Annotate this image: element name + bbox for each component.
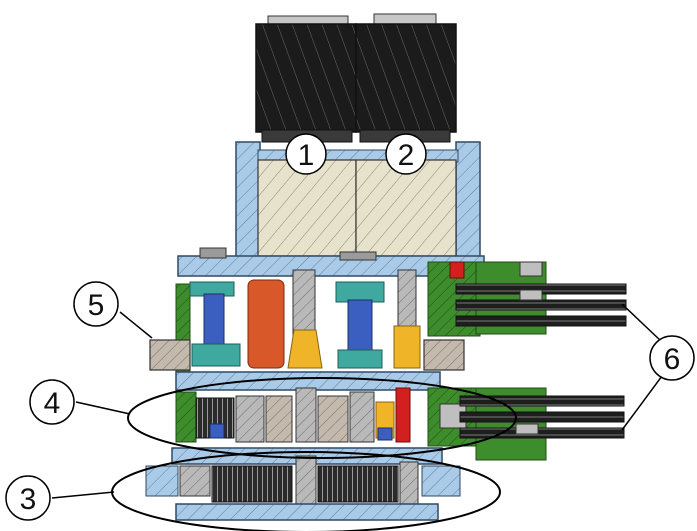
callout-6-text: 6 <box>664 343 681 376</box>
callout-5: 5 <box>73 281 119 327</box>
gear-stage <box>175 387 411 443</box>
highlight-ellipse-gear-stage <box>127 377 517 459</box>
callout-2: 2 <box>385 133 427 175</box>
motor-left <box>255 15 357 143</box>
callout-1: 1 <box>285 133 327 175</box>
middle-outer-blocks <box>149 339 465 371</box>
leader-line-6b <box>621 375 663 431</box>
motor-right <box>355 13 457 143</box>
callout-4-text: 4 <box>44 387 61 420</box>
leader-line-4 <box>75 401 131 415</box>
roller-orange <box>247 279 285 369</box>
rods-lower <box>459 395 625 439</box>
callout-4: 4 <box>29 379 75 425</box>
callout-3-text: 3 <box>20 483 37 516</box>
callout-6: 6 <box>649 335 695 381</box>
base-stage <box>145 455 461 521</box>
base-plate-bottom <box>175 503 439 521</box>
spacer-bolt-left <box>189 281 241 367</box>
spacer-bolt-middle <box>335 281 385 369</box>
right-shaft-upper <box>393 269 421 369</box>
callout-1-text: 1 <box>298 139 315 172</box>
callout-3: 3 <box>5 475 51 521</box>
center-shaft-upper <box>287 269 323 369</box>
callout-5-text: 5 <box>88 289 105 322</box>
callout-2-text: 2 <box>398 139 415 172</box>
rods-upper <box>455 261 627 327</box>
leader-line-5 <box>119 311 153 339</box>
leader-line-6a <box>621 303 663 343</box>
leader-line-3 <box>51 491 115 499</box>
